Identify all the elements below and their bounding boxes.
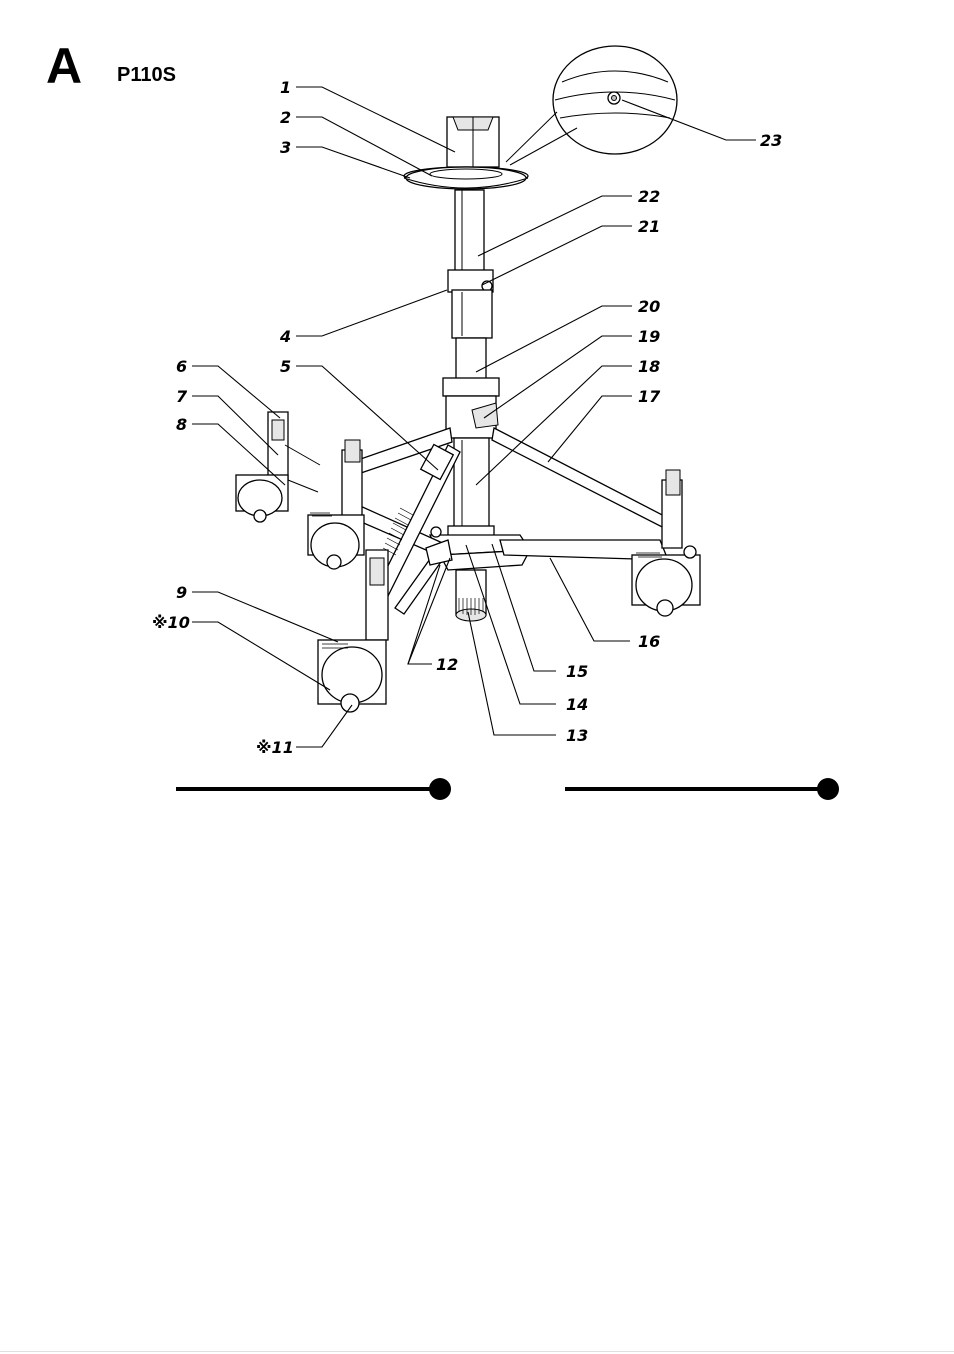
callout-19: 19: [638, 327, 660, 346]
callout-12: 12: [436, 655, 458, 674]
callout-13: 13: [566, 726, 588, 745]
callout-1: 1: [280, 78, 291, 97]
callout-18: 18: [638, 357, 660, 376]
callout-3: 3: [280, 138, 291, 157]
upper-column: [448, 190, 493, 338]
leg-right: [492, 428, 700, 616]
detail-bubble: [506, 46, 677, 165]
callout-7: 7: [176, 387, 188, 406]
callout-23: 23: [760, 131, 782, 150]
callout-6: 6: [176, 357, 187, 376]
callout-16: 16: [638, 632, 660, 651]
callout-2: 2: [280, 108, 291, 127]
callout-11: ※11: [256, 738, 294, 757]
section-rules: [176, 778, 839, 800]
rule-right-dot: [817, 778, 839, 800]
head-mount: [404, 117, 528, 189]
callout-14: 14: [566, 695, 588, 714]
callout-20: 20: [638, 297, 660, 316]
callout-17: 17: [638, 387, 661, 406]
middle-column: [443, 338, 499, 528]
callout-8: 8: [176, 415, 187, 434]
callout-21: 21: [638, 217, 660, 236]
page-bottom-edge: [0, 1351, 954, 1352]
callout-22: 22: [638, 187, 660, 206]
callout-5: 5: [280, 357, 291, 376]
callout-9: 9: [176, 583, 187, 602]
callout-4: 4: [279, 327, 291, 346]
leg-far-left: [236, 412, 320, 522]
callout-10: ※10: [152, 613, 190, 632]
callout-15: 15: [566, 662, 588, 681]
rule-left-dot: [429, 778, 451, 800]
